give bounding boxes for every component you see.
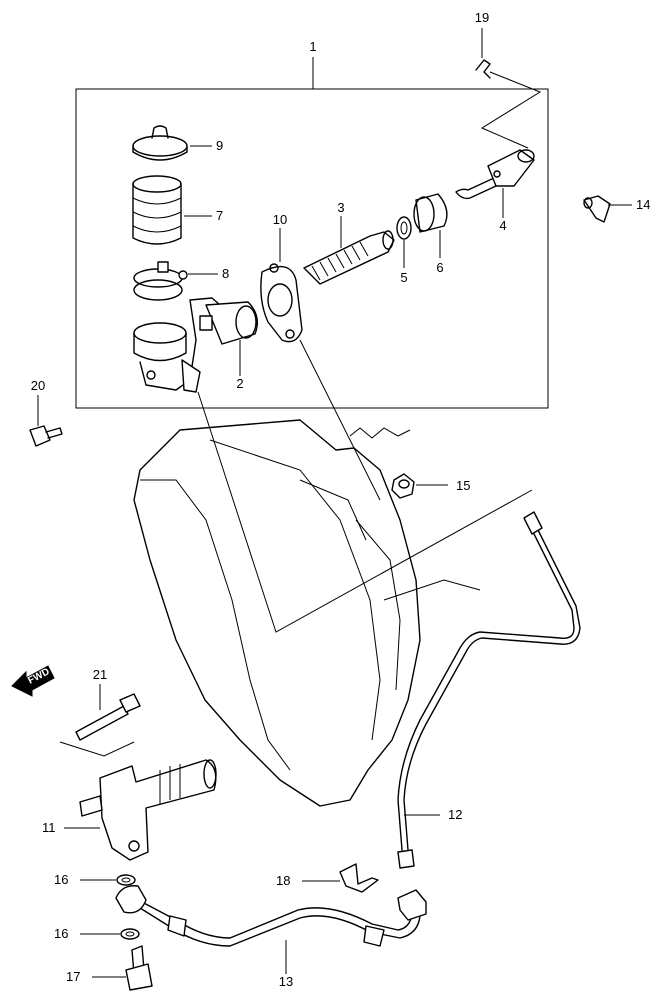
callout-17: 17	[66, 969, 80, 984]
forward-arrow-icon: FWD	[11, 665, 55, 697]
callout-12: 12	[448, 807, 462, 822]
reservoir-cap	[132, 125, 188, 161]
copper-washer-bottom	[120, 928, 140, 940]
callout-10: 10	[273, 212, 287, 227]
callout-16-bottom: 16	[54, 926, 68, 941]
callout-4: 4	[499, 218, 506, 233]
seal-washer	[396, 216, 412, 240]
clutch-pipe	[397, 511, 581, 869]
callout-6: 6	[436, 260, 443, 275]
union-bolt	[125, 945, 153, 991]
callout-2: 2	[236, 376, 243, 391]
snap-clip	[475, 59, 491, 79]
callout-20: 20	[31, 378, 45, 393]
mounting-bolt	[29, 425, 63, 447]
callout-11: 11	[42, 820, 56, 835]
reservoir-bellows	[132, 175, 182, 245]
callout-5: 5	[400, 270, 407, 285]
copper-washer-top	[116, 874, 136, 886]
pipe-clamp	[339, 863, 379, 893]
dust-boot	[413, 193, 448, 233]
release-cylinder	[79, 759, 217, 861]
callout-16-top: 16	[54, 872, 68, 887]
callout-14: 14	[636, 197, 650, 212]
callout-8: 8	[222, 266, 229, 281]
callout-7: 7	[216, 208, 223, 223]
callout-3: 3	[337, 200, 344, 215]
release-cylinder-bolt	[75, 693, 141, 741]
callout-19: 19	[475, 10, 489, 25]
callout-13: 13	[279, 974, 293, 989]
callout-18: 18	[276, 873, 290, 888]
callout-15: 15	[456, 478, 470, 493]
callout-21: 21	[93, 667, 107, 682]
hose-clamp	[133, 261, 188, 301]
flange-nut	[391, 473, 415, 499]
master-cylinder	[133, 297, 258, 393]
gasket	[260, 263, 303, 343]
clevis-push-rod	[455, 149, 535, 200]
clutch-hose	[115, 885, 427, 947]
clevis-pin	[583, 195, 611, 223]
transmission-housing	[133, 419, 481, 807]
push-rod-piston	[303, 230, 395, 285]
callout-9: 9	[216, 138, 223, 153]
callout-1: 1	[309, 39, 316, 54]
assembly-box	[75, 88, 549, 409]
